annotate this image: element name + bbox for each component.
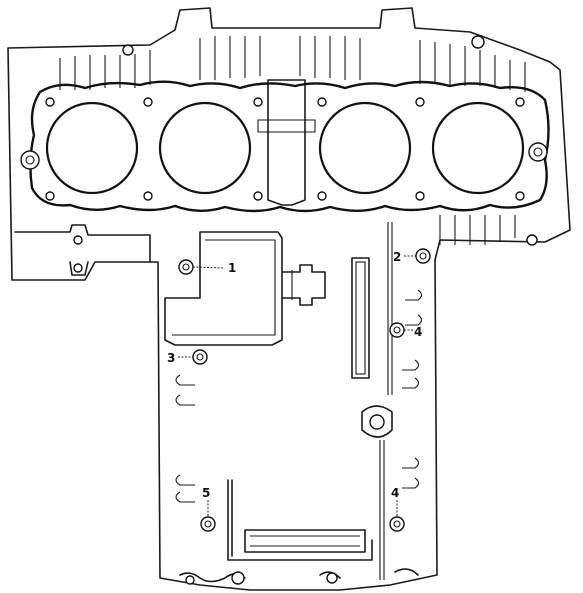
lower-bolt-boss <box>361 405 393 438</box>
lower-transmission-bay <box>227 479 373 561</box>
cylinder-block-outline <box>7 7 571 591</box>
cylinder-bore-4 <box>431 101 525 195</box>
left-mount-lug <box>14 224 151 276</box>
callout-label-3: 3 <box>167 351 175 365</box>
callout-label-4-lower: 4 <box>391 486 399 500</box>
output-shaft-boss <box>281 264 326 306</box>
callout-label-2: 2 <box>393 250 401 264</box>
cylinder-bore-3 <box>318 101 412 195</box>
bolt-hole-1 <box>178 259 194 275</box>
bolt-hole-2 <box>415 248 431 264</box>
bolt-hole-5 <box>200 516 216 532</box>
bolt-hole-4a <box>389 322 405 338</box>
bolt-hole-4b <box>389 516 405 532</box>
cylinder-bore-2 <box>158 101 252 195</box>
head-gasket-outline <box>29 80 550 213</box>
oil-passage-slot <box>351 257 370 379</box>
side-slots <box>175 289 423 503</box>
bolt-hole-3 <box>192 349 208 365</box>
gasket-bolt-holes <box>20 35 548 246</box>
callout-leaders <box>178 255 416 517</box>
cam-chain-tunnel <box>267 79 306 206</box>
cylinder-bore-1 <box>45 101 139 195</box>
callout-label-5: 5 <box>202 486 210 500</box>
cooling-fins <box>59 36 526 245</box>
crankcase-inner-chamber <box>164 231 283 346</box>
callout-label-1: 1 <box>228 261 236 275</box>
lower-flange <box>179 568 419 583</box>
numbered-bolt-holes <box>178 248 431 532</box>
callout-label-4-upper: 4 <box>414 325 422 339</box>
